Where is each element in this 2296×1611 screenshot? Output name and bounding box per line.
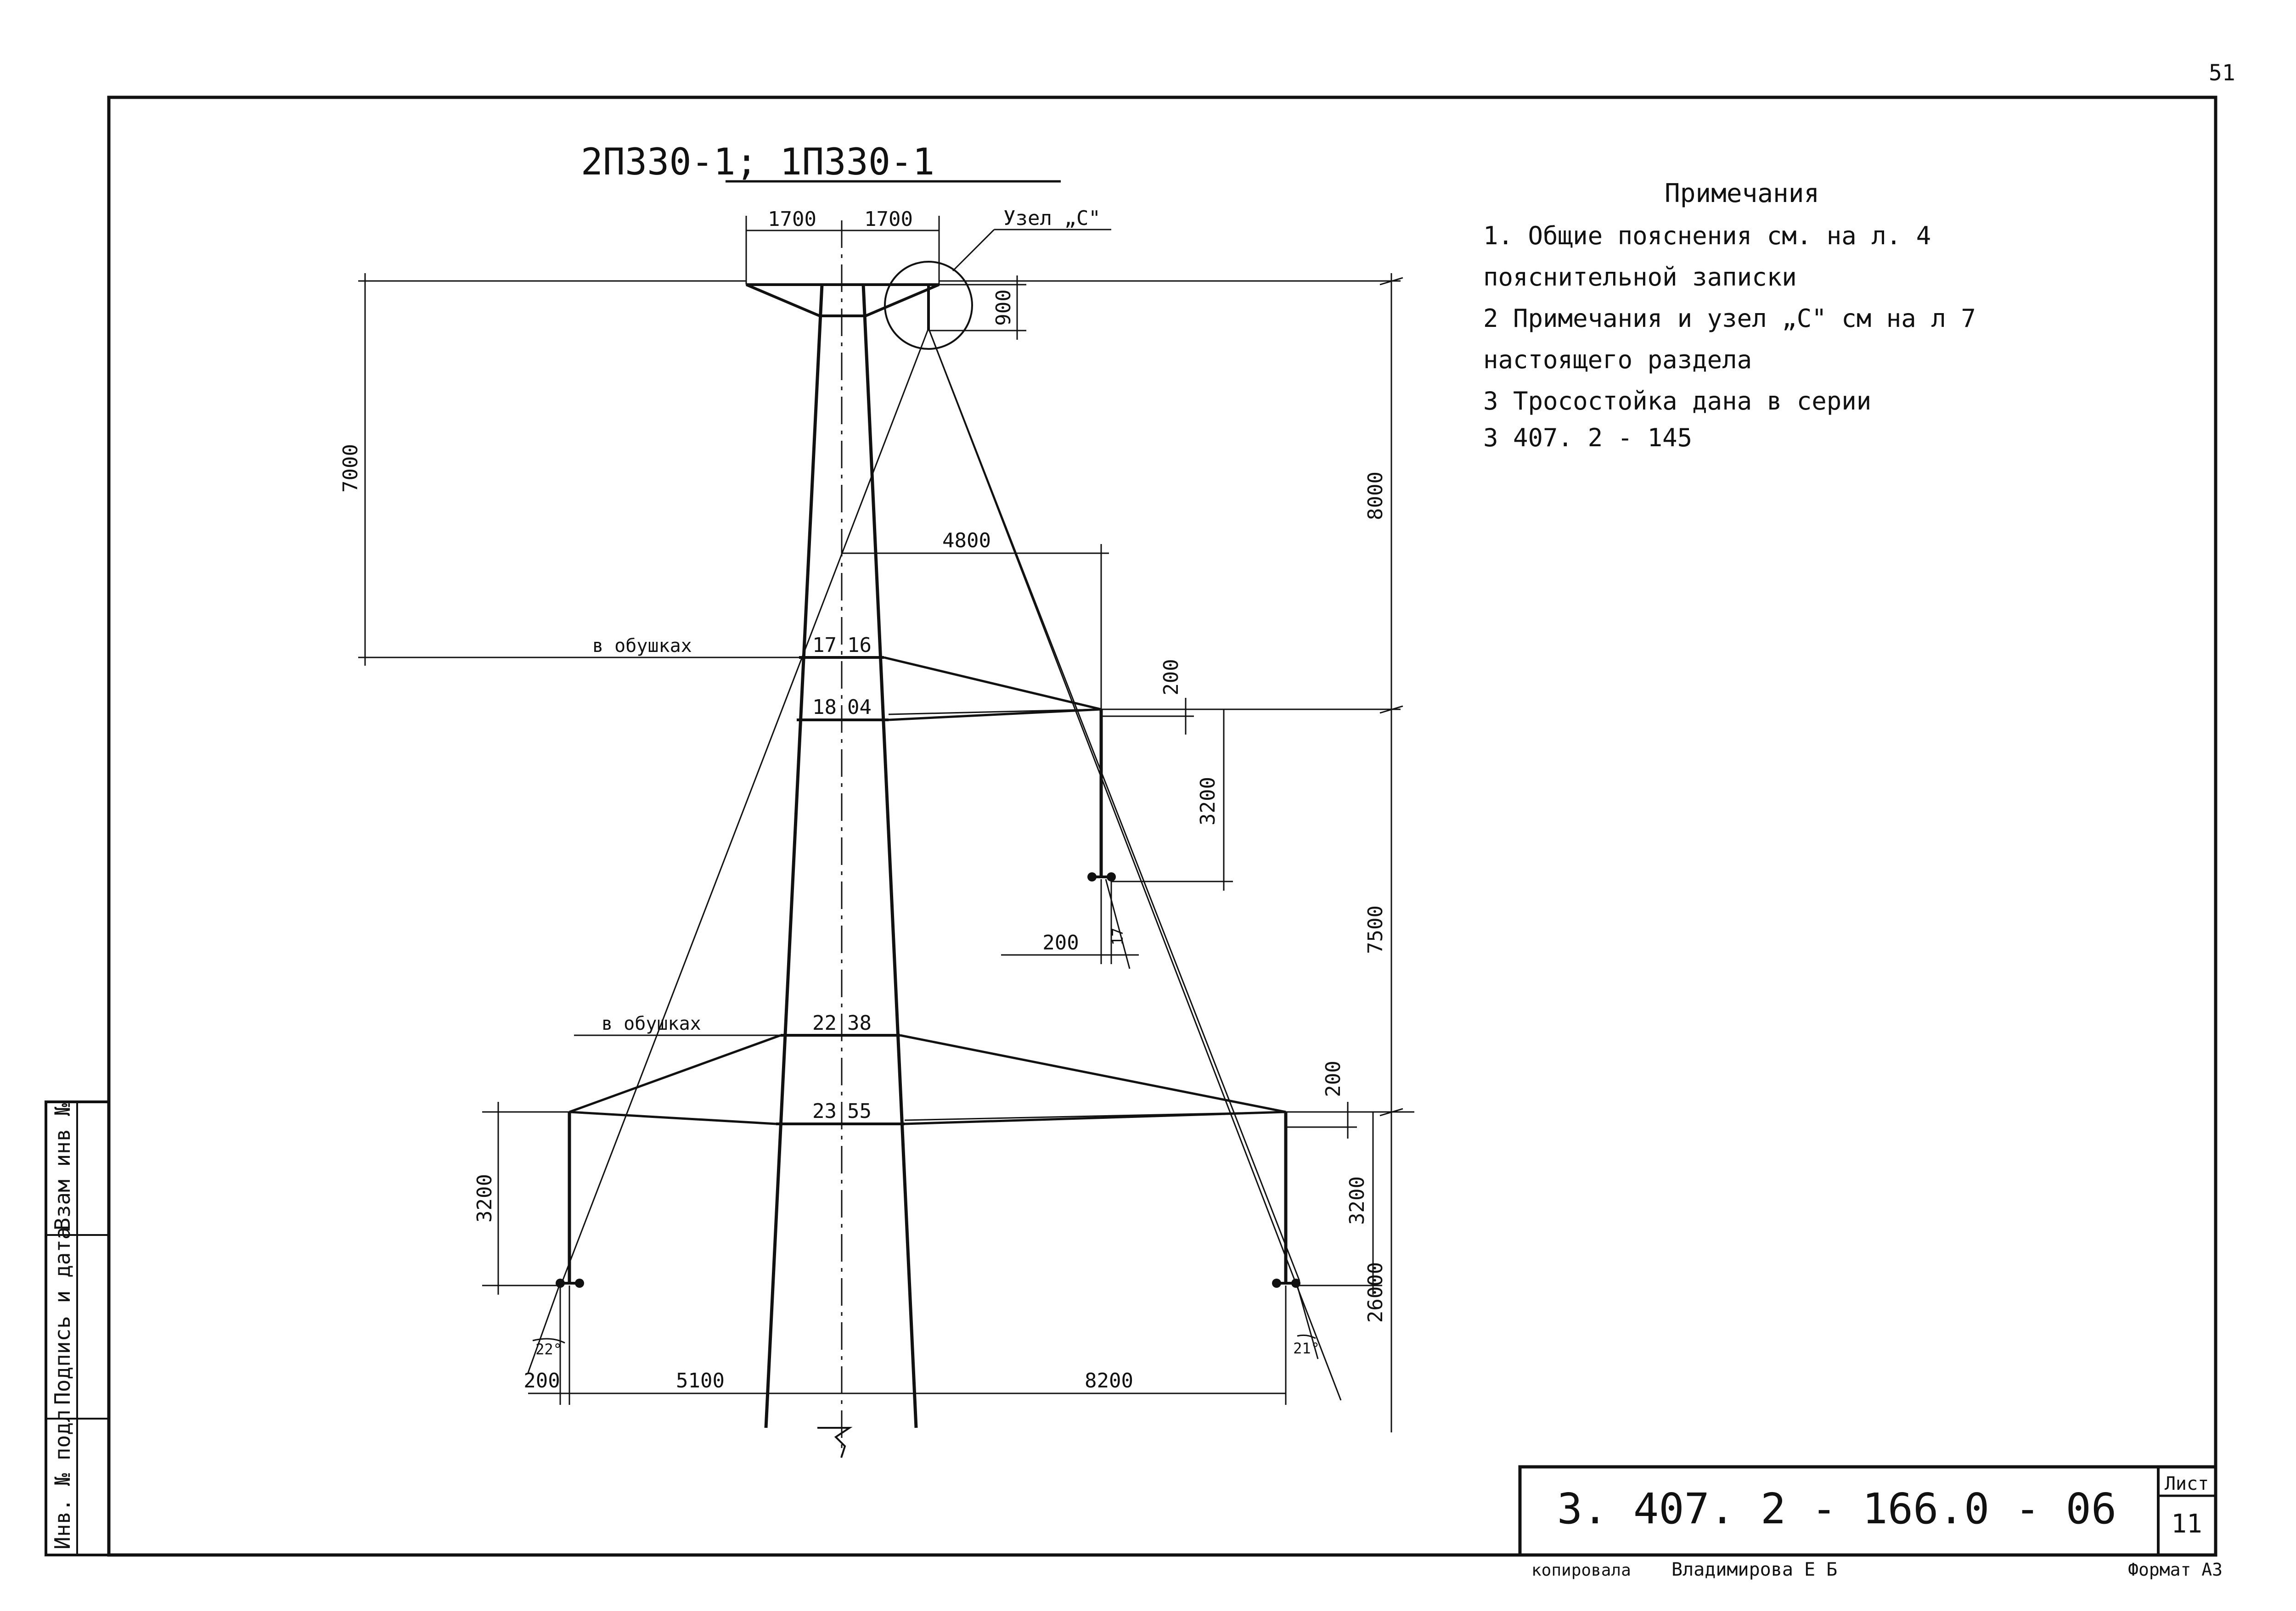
upper-arm-label: в обушках (592, 635, 692, 657)
node-c-circle (884, 261, 973, 350)
upper-arm-size-b-left: 18 (812, 696, 837, 719)
dim-right-lower: 26000 (1364, 1262, 1387, 1323)
dim-top-right: 1700 (864, 208, 913, 231)
note-line: 3 407. 2 - 145 (1483, 423, 1692, 452)
lower-arm-size-a-left: 22 (812, 1011, 837, 1035)
node-c-label: Узел „С" (1003, 207, 1101, 230)
dim-angle-lower-left: 22° (535, 1341, 562, 1358)
dim-arm-reach: 4800 (942, 529, 991, 552)
side-stamp-field-inv-no: Инв. № подл (50, 1409, 75, 1549)
notes-block: Примечания 1. Общие пояснения см. на л. … (1483, 179, 1976, 452)
dim-right-middle: 7500 (1364, 905, 1387, 954)
note-line: настоящего раздела (1483, 345, 1752, 374)
lower-arm-size-a-right: 38 (847, 1011, 872, 1035)
lower-arm-label: в обушках (602, 1013, 701, 1034)
dim-insulator-upper: 3200 (1196, 777, 1220, 825)
dim-insulator-lower-left: 3200 (473, 1174, 496, 1223)
sheet-number: 11 (2171, 1509, 2202, 1539)
dim-offset-upper: 200 (1042, 931, 1079, 954)
upper-arm-size-b-right: 04 (847, 696, 872, 719)
note-line: 2 Примечания и узел „С" см на л 7 (1483, 304, 1976, 333)
dim-angle-lower-right: 21° (1293, 1340, 1320, 1357)
dim-insulator-lower-right: 3200 (1345, 1176, 1369, 1225)
copied-label: копировала (1531, 1561, 1631, 1580)
dim-cap-height: 900 (992, 289, 1015, 326)
format-label: Формат А3 (2128, 1560, 2223, 1580)
note-line: 3 Тросостойка дана в серии (1483, 387, 1871, 415)
side-stamp-field-signature-date: Подпись и дата (50, 1227, 75, 1405)
dim-left-height: 7000 (339, 444, 362, 493)
note-line: 1. Общие пояснения см. на л. 4 (1483, 221, 1931, 250)
side-stamp: Инв. № подл Подпись и дата Взам инв № (45, 1100, 110, 1556)
note-line: пояснительной записки (1483, 263, 1797, 292)
dim-span-right: 8200 (1085, 1369, 1133, 1392)
lower-arm-size-b-left: 23 (812, 1100, 837, 1123)
tower-structure (527, 220, 1342, 1458)
sheet-label: Лист (2165, 1473, 2209, 1494)
drawing-title: 2П330-1; 1П330-1 (581, 140, 935, 183)
drawing-frame (107, 95, 2217, 1557)
side-stamp-field-replace-inv: Взам инв № (50, 1103, 75, 1230)
upper-arm-size-a-left: 17 (812, 634, 837, 657)
dim-gap-lower: 200 (1322, 1061, 1345, 1097)
notes-heading: Примечания (1665, 179, 1819, 208)
dim-gap-upper: 200 (1159, 659, 1183, 695)
dim-offset-lower-left: 200 (523, 1369, 560, 1392)
dimension-lines (358, 216, 1414, 1432)
upper-arm-size-a-right: 16 (847, 634, 872, 657)
dim-angle-upper: 17 (1109, 928, 1126, 946)
dim-span-left: 5100 (676, 1369, 725, 1392)
dim-top-left: 1700 (768, 208, 816, 231)
lower-arm-size-b-right: 55 (847, 1100, 872, 1123)
document-code: 3. 407. 2 - 166.0 - 06 (1557, 1484, 2117, 1533)
copied-name: Владимирова Е Б (1671, 1559, 1837, 1580)
page-number: 51 (2209, 60, 2235, 86)
title-block: 3. 407. 2 - 166.0 - 06 Лист 11 (1518, 1465, 2217, 1557)
dim-right-upper: 8000 (1364, 472, 1387, 520)
